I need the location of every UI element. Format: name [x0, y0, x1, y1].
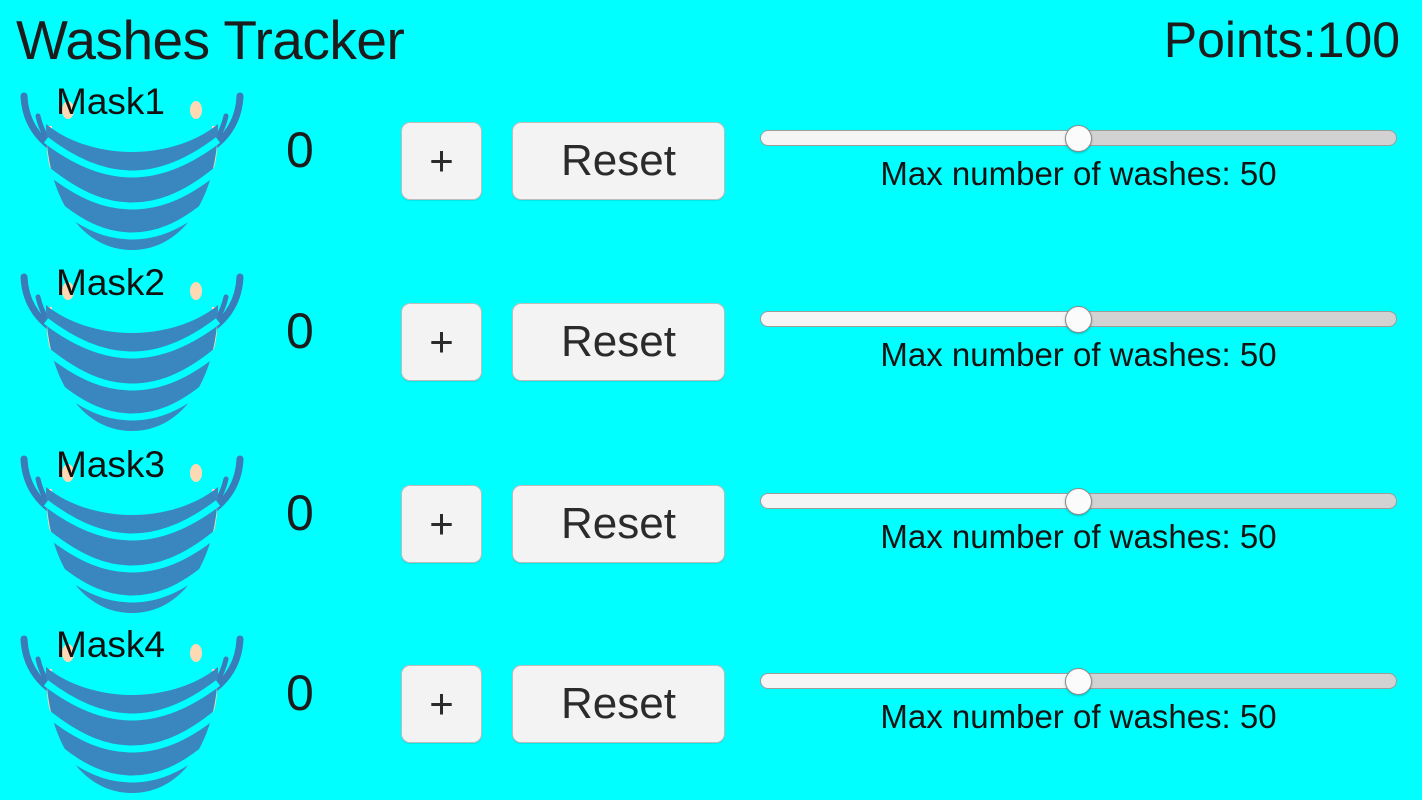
mask-label: Mask1: [56, 81, 165, 122]
increment-button[interactable]: +: [401, 665, 482, 743]
reset-button[interactable]: Reset: [512, 665, 725, 743]
slider-thumb[interactable]: [1065, 488, 1092, 515]
max-washes-slider[interactable]: Max number of washes: 50: [760, 112, 1397, 212]
face-mask-icon: [8, 445, 256, 623]
mask-label: Mask2: [56, 262, 165, 303]
points-display: Points:100: [1163, 12, 1400, 68]
slider-thumb[interactable]: [1065, 125, 1092, 152]
wash-count: 0: [286, 122, 314, 178]
face-mask-icon: [8, 625, 256, 800]
mask-label: Mask3: [56, 444, 165, 485]
reset-button[interactable]: Reset: [512, 122, 725, 200]
slider-caption: Max number of washes: 50: [880, 518, 1277, 555]
mask-label: Mask4: [56, 624, 165, 665]
mask-row: Mask1 0 + Reset Max number of washes: 50: [0, 82, 1422, 263]
reset-button[interactable]: Reset: [512, 485, 725, 563]
wash-count: 0: [286, 665, 314, 721]
slider-caption: Max number of washes: 50: [880, 336, 1277, 373]
face-mask-icon: [8, 82, 256, 260]
wash-count: 0: [286, 485, 314, 541]
slider-thumb[interactable]: [1065, 306, 1092, 333]
slider-caption: Max number of washes: 50: [880, 155, 1277, 192]
mask-row: Mask4 0 + Reset Max number of washes: 50: [0, 625, 1422, 800]
max-washes-slider[interactable]: Max number of washes: 50: [760, 293, 1397, 393]
increment-button[interactable]: +: [401, 122, 482, 200]
slider-fill: [761, 131, 1079, 145]
increment-button[interactable]: +: [401, 485, 482, 563]
app-header: Washes Tracker Points:100: [0, 0, 1422, 80]
slider-thumb[interactable]: [1065, 668, 1092, 695]
page-title: Washes Tracker: [16, 9, 405, 71]
reset-button[interactable]: Reset: [512, 303, 725, 381]
slider-fill: [761, 494, 1079, 508]
max-washes-slider[interactable]: Max number of washes: 50: [760, 475, 1397, 575]
wash-count: 0: [286, 303, 314, 359]
face-mask-icon: [8, 263, 256, 441]
increment-button[interactable]: +: [401, 303, 482, 381]
mask-row: Mask3 0 + Reset Max number of washes: 50: [0, 445, 1422, 626]
slider-caption: Max number of washes: 50: [880, 698, 1277, 735]
max-washes-slider[interactable]: Max number of washes: 50: [760, 655, 1397, 755]
slider-fill: [761, 312, 1079, 326]
mask-row: Mask2 0 + Reset Max number of washes: 50: [0, 263, 1422, 444]
slider-fill: [761, 674, 1079, 688]
